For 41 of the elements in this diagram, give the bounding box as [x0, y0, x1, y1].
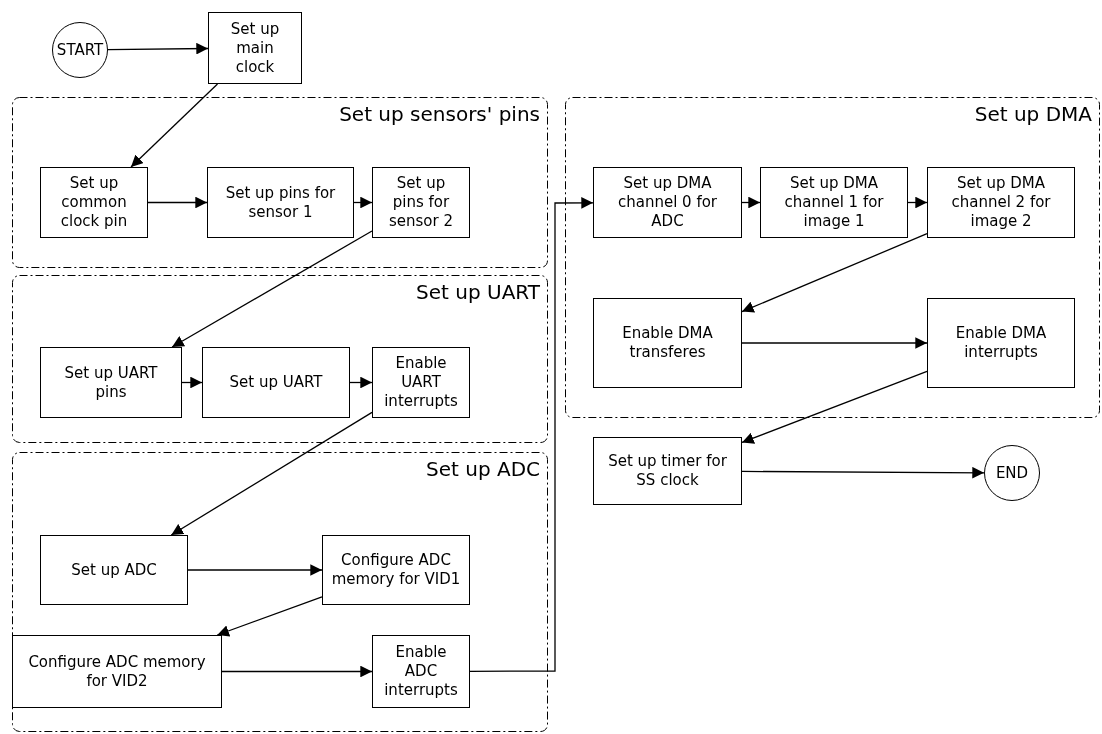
arrow: [107, 42, 209, 55]
arrow: [741, 370, 928, 444]
arrow: [147, 196, 208, 209]
process-step: Set up common clock pin: [40, 167, 148, 238]
process-step: Enable DMA interrupts: [927, 298, 1075, 388]
terminal-circle: START: [52, 22, 108, 78]
process-step: Set up DMA channel 2 for image 2: [927, 167, 1075, 238]
arrow: [187, 564, 323, 576]
terminal-circle: END: [984, 445, 1040, 501]
arrow: [221, 665, 373, 678]
arrow: [130, 83, 219, 168]
arrow: [181, 376, 203, 389]
group-frame: [12, 452, 548, 732]
process-step: Configure ADC memory for VID1: [322, 535, 470, 605]
group-frame: [12, 275, 548, 443]
process-step: Enable ADC interrupts: [372, 635, 470, 708]
process-step: Configure ADC memory for VID2: [12, 635, 222, 708]
process-step: Enable DMA transferes: [593, 298, 742, 388]
process-step: Enable UART interrupts: [372, 347, 470, 418]
arrow: [216, 596, 323, 637]
arrow: [741, 337, 928, 349]
arrow: [171, 230, 373, 348]
process-step: Set up UART: [202, 347, 350, 418]
process-step: Set up ADC: [40, 535, 188, 605]
process-step: Set up DMA channel 0 for ADC: [593, 167, 742, 238]
process-step: Set up pins for sensor 2: [372, 167, 470, 238]
process-step: Set up pins for sensor 1: [207, 167, 354, 238]
arrow: [741, 233, 928, 313]
process-step: Set up timer for SS clock: [593, 437, 742, 505]
arrow: [741, 466, 985, 479]
arrow: [353, 196, 373, 209]
group-frame: [12, 97, 548, 268]
group-frame: [565, 97, 1100, 418]
arrow: [741, 196, 761, 209]
arrow: [469, 197, 594, 672]
arrow: [170, 411, 373, 536]
arrow: [907, 196, 928, 209]
process-step: Set up DMA channel 1 for image 1: [760, 167, 908, 238]
process-step: Set up main clock: [208, 12, 302, 84]
process-step: Set up UART pins: [40, 347, 182, 418]
arrow: [349, 376, 373, 389]
